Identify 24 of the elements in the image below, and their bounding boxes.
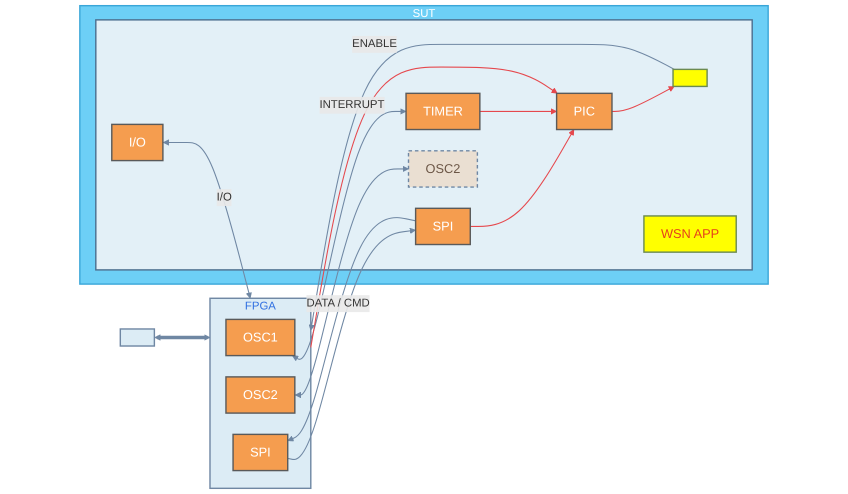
arrow <box>162 139 252 299</box>
arrow <box>292 108 406 362</box>
node-box <box>672 68 708 88</box>
node-box: OSC2 <box>225 376 296 414</box>
edge-label: ENABLE <box>352 38 397 50</box>
node-box: SPI <box>232 434 288 472</box>
node-box: PIC <box>556 92 613 130</box>
node-box: OSC2 <box>408 150 478 188</box>
arrow <box>294 166 409 398</box>
arrow <box>480 108 557 115</box>
arrow <box>310 66 558 348</box>
node-box: I/O <box>111 124 164 162</box>
arrow <box>612 86 675 112</box>
arrow <box>154 334 210 341</box>
arrow <box>470 129 574 227</box>
edge-label: INTERRUPT <box>319 98 384 111</box>
node-box <box>120 328 156 347</box>
node-box: TIMER <box>405 92 481 130</box>
node-box: SPI <box>414 208 471 246</box>
arrow <box>308 44 675 331</box>
edge-label: DATA / CMD <box>306 297 370 310</box>
edge-label: I/O <box>216 191 232 204</box>
node-box: WSN APP <box>643 215 737 253</box>
node-box: OSC1 <box>225 318 296 356</box>
